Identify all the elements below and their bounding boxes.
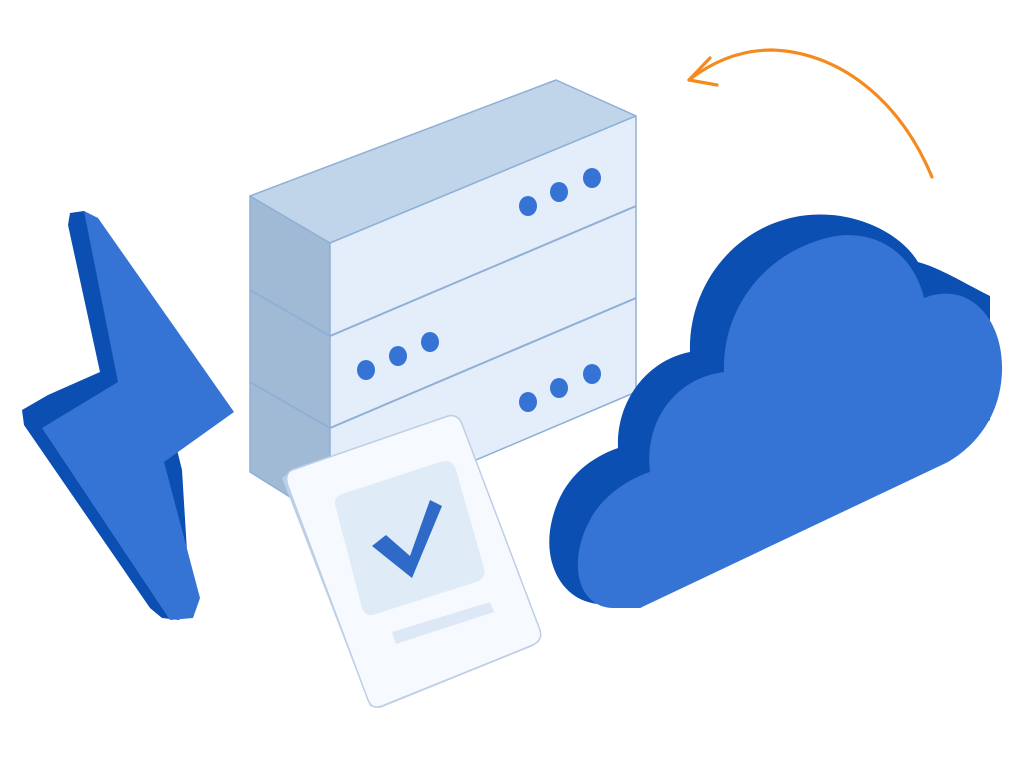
sync-arrow-icon [687,48,934,179]
server-status-dot [357,360,375,380]
server-status-dot [583,364,601,384]
sync-arrow-curve [687,48,934,179]
server-divider [249,297,637,430]
server-status-dot [421,332,439,352]
server-status-dot [519,196,537,216]
server-status-dots [357,168,601,412]
server-status-dot [550,378,568,398]
cloud-face [577,235,1003,608]
checklist-card-text-line [392,602,494,644]
checklist-card [282,414,542,708]
cloud-icon [549,214,1003,609]
server-stack [249,79,637,523]
checkmark-icon [372,500,442,578]
server-status-dot [583,168,601,188]
server-status-dot [389,346,407,366]
checklist-card-image-area [334,461,485,616]
lightning-bolt-icon [22,211,234,620]
server-status-dot [519,392,537,412]
server-divider [249,205,637,338]
lightning-bolt-face [42,211,234,620]
sync-arrow-head [687,56,719,87]
server-status-dot [550,182,568,202]
